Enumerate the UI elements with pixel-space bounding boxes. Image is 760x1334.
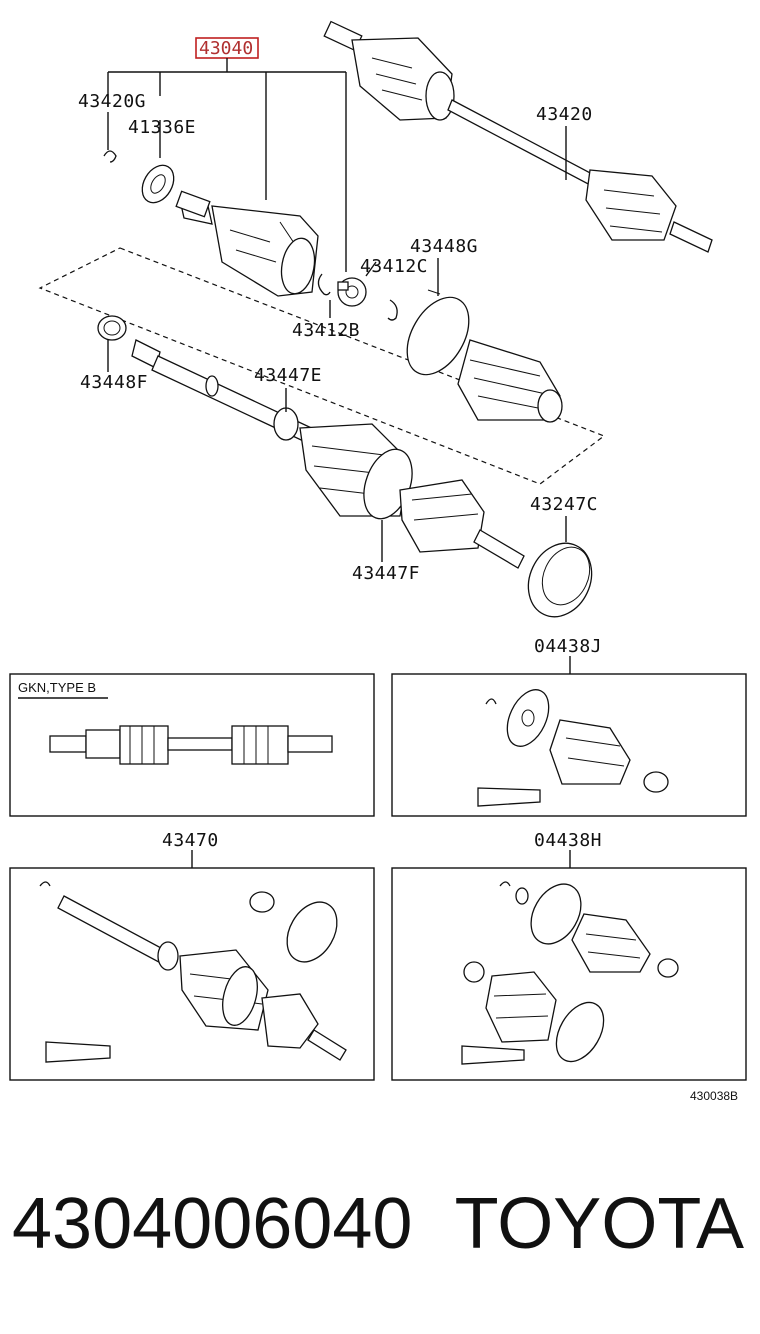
- leader-tree-43040: [107, 58, 347, 272]
- snap-ring-43412B: [317, 273, 331, 296]
- inboard-joint-housing: [175, 190, 319, 297]
- label-41336E[interactable]: 41336E: [128, 117, 196, 138]
- label-43412C[interactable]: 43412C: [360, 256, 428, 277]
- label-04438J[interactable]: 04438J: [534, 636, 602, 657]
- label-43247C[interactable]: 43247C: [530, 494, 598, 515]
- boot-kit-04438J: [477, 689, 669, 807]
- box-43470: [9, 867, 375, 1081]
- box-04438H: [391, 867, 747, 1081]
- dust-seal-43247C: [527, 542, 593, 618]
- tripod-43412C: [337, 277, 367, 307]
- kit-dashed-outline: [38, 247, 606, 485]
- label-43447E[interactable]: 43447E: [254, 365, 322, 386]
- label-43420[interactable]: 43420: [536, 104, 593, 125]
- label-43040[interactable]: 43040: [199, 38, 253, 59]
- shaft-assembly-43420: [323, 20, 713, 253]
- label-43447F[interactable]: 43447F: [352, 563, 420, 584]
- label-04438H[interactable]: 04438H: [534, 830, 602, 851]
- label-43448G[interactable]: 43448G: [410, 236, 478, 257]
- exploded-parts-diagram: 43040 43420G 41336E 43412C 43412B: [9, 20, 747, 1103]
- brand-name: TOYOTA: [454, 1184, 744, 1264]
- clamp-43448G: [406, 296, 470, 376]
- part-number: 4304006040: [12, 1184, 413, 1264]
- label-43412B[interactable]: 43412B: [292, 320, 360, 341]
- inner-boot: [457, 339, 563, 423]
- drive-shaft-main: [131, 339, 525, 569]
- shaft-kit-43470: [39, 881, 347, 1063]
- gkn-shaft-illustration: [49, 725, 333, 765]
- label-43420G[interactable]: 43420G: [78, 91, 146, 112]
- snap-ring-small: [387, 299, 398, 321]
- box-gkn-header: GKN,TYPE B: [18, 680, 96, 695]
- figure-number: 430038B: [690, 1089, 738, 1103]
- box-gkn-type-b: [9, 673, 375, 817]
- box-04438J: [391, 673, 747, 817]
- snap-ring-43420G: [103, 150, 117, 163]
- boot-kit-04438H: [461, 881, 679, 1065]
- label-43448F[interactable]: 43448F: [80, 372, 148, 393]
- label-43470[interactable]: 43470: [162, 830, 219, 851]
